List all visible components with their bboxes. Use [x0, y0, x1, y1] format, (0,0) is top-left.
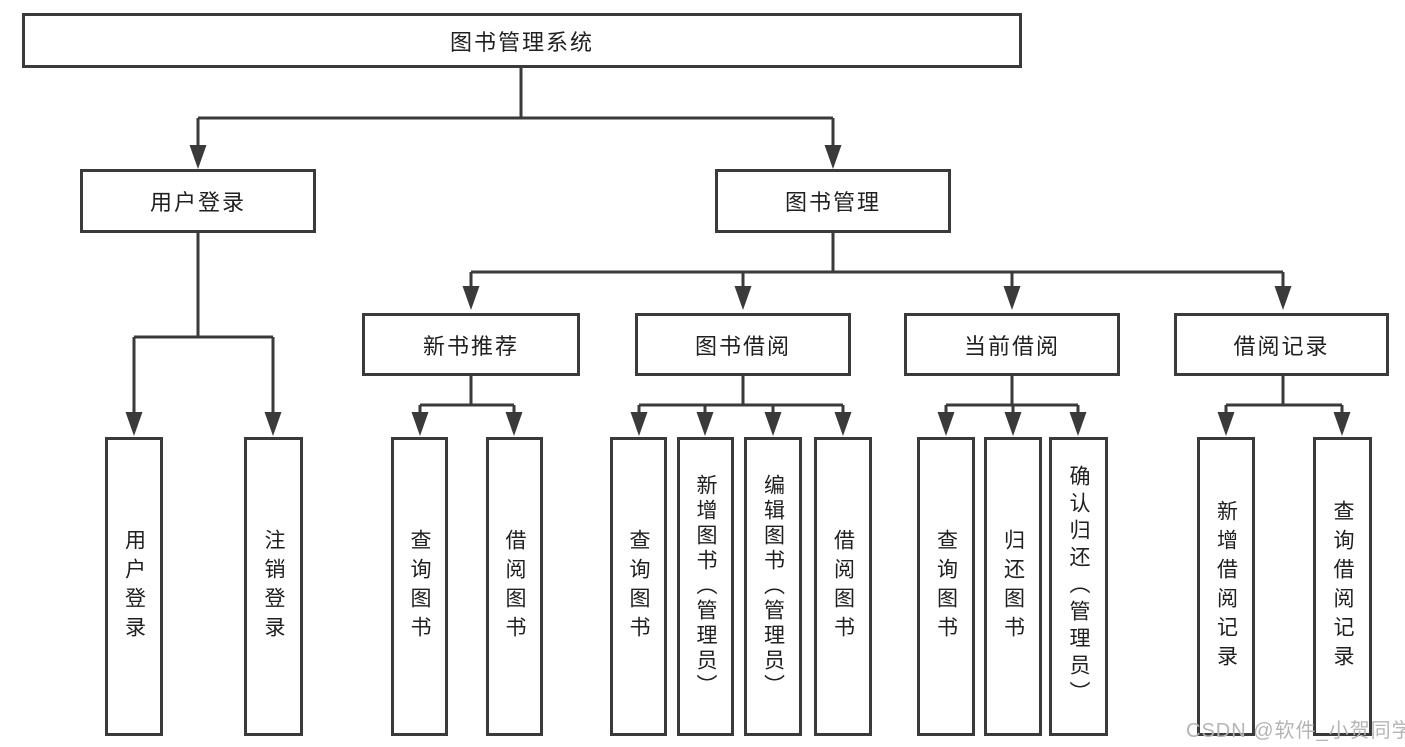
leaf-query-books-recommend: 查询图书 [391, 437, 448, 736]
leaf-label: 注销登录 [262, 528, 286, 645]
node-book-management: 图书管理 [715, 169, 951, 233]
leaf-label: 用户登录 [122, 528, 146, 645]
leaf-borrow-books-borrowing: 借阅图书 [814, 437, 872, 736]
node-label: 图书借阅 [694, 333, 791, 359]
leaf-label: 借阅图书 [831, 528, 855, 645]
leaf-label: 编辑图书（管理员） [761, 474, 785, 699]
leaf-add-borrow-record: 新增借阅记录 [1197, 437, 1255, 736]
leaf-query-borrow-record: 查询借阅记录 [1313, 437, 1372, 736]
leaf-label: 查询图书 [408, 528, 432, 645]
leaf-user-login: 用户登录 [105, 437, 163, 736]
node-label: 用户登录 [149, 190, 246, 215]
node-library-management-system: 图书管理系统 [22, 13, 1022, 68]
leaf-return-book: 归还图书 [984, 437, 1042, 736]
leaf-label: 查询图书 [627, 528, 651, 645]
node-book-borrowing: 图书借阅 [635, 313, 851, 376]
node-label: 当前借阅 [963, 333, 1060, 359]
leaf-label: 借阅图书 [503, 528, 527, 645]
leaf-add-book-admin: 新增图书（管理员） [677, 437, 734, 736]
leaf-label: 新增借阅记录 [1214, 499, 1238, 674]
node-current-borrowing: 当前借阅 [904, 313, 1120, 376]
leaf-query-books-current: 查询图书 [917, 437, 975, 736]
leaf-logout: 注销登录 [244, 437, 303, 736]
leaf-label: 查询借阅记录 [1331, 499, 1355, 674]
leaf-label: 确认归还（管理员） [1067, 465, 1091, 708]
leaf-confirm-return-admin: 确认归还（管理员） [1049, 437, 1108, 736]
node-label: 图书管理 [784, 190, 881, 215]
node-label: 图书管理系统 [449, 29, 594, 55]
leaf-label: 归还图书 [1001, 528, 1025, 645]
node-new-book-recommend: 新书推荐 [362, 313, 580, 376]
node-user-login: 用户登录 [80, 169, 316, 233]
node-borrowing-records: 借阅记录 [1174, 313, 1389, 376]
leaf-label: 查询图书 [934, 528, 958, 645]
leaf-query-books-borrowing: 查询图书 [610, 437, 667, 736]
leaf-edit-book-admin: 编辑图书（管理员） [744, 437, 802, 736]
leaf-label: 新增图书（管理员） [694, 474, 718, 699]
node-label: 借阅记录 [1233, 333, 1330, 359]
node-label: 新书推荐 [422, 333, 519, 359]
csdn-watermark: CSDN @软件_小贺同学 [1186, 720, 1405, 742]
leaf-borrow-books-recommend: 借阅图书 [486, 437, 543, 736]
